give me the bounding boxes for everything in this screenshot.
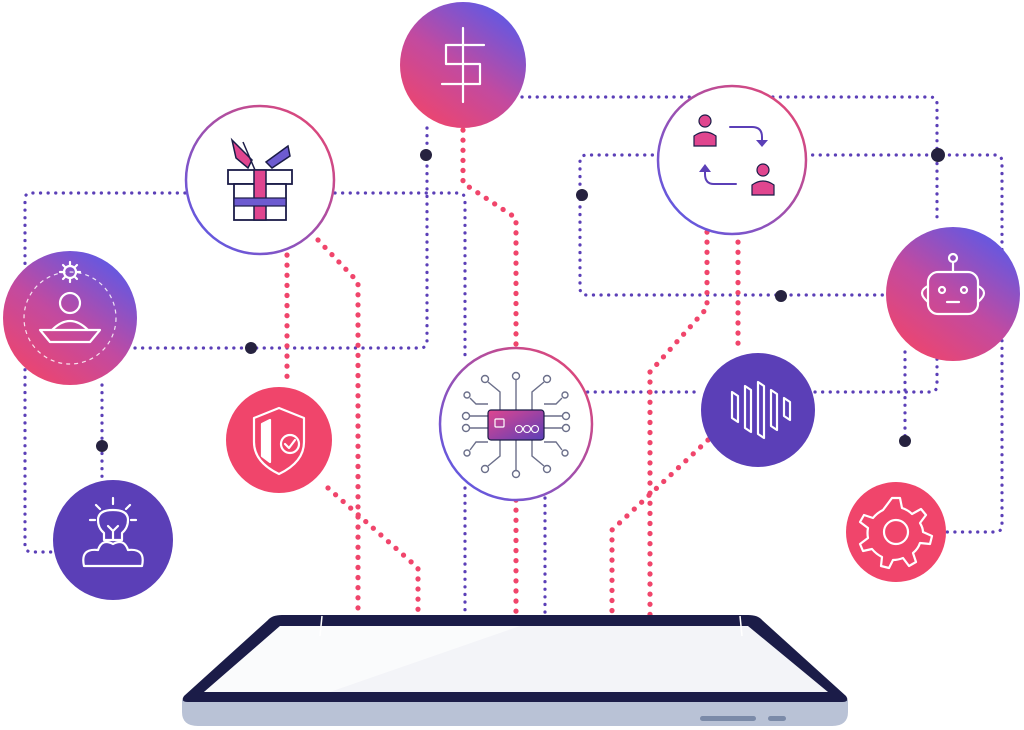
junction-dot [96,440,108,452]
gear-icon [858,496,934,570]
user-exchange-icon [693,114,775,196]
connector-lines-pink [284,127,741,663]
junction-dot [775,290,787,302]
waveform-node [701,353,815,467]
gift-icon [227,137,293,221]
junction-dot [576,189,588,201]
idea-cloud-icon [82,496,144,568]
shield-node [226,387,332,493]
waveform-icon [730,380,792,440]
robot-node [886,227,1020,361]
user-settings-icon [38,260,102,344]
robot-icon [920,252,986,316]
junction-dot [931,148,945,162]
user-exchange-node [656,84,808,236]
dollar-icon [440,26,486,104]
credit-card-circuit-node [438,346,594,502]
tablet-device [182,615,848,726]
gear-node [846,482,946,582]
dollar-node [400,2,526,128]
credit-card-circuit-icon [461,371,571,479]
junction-dot [245,342,257,354]
junction-dot [899,435,911,447]
idea-cloud-node [53,480,173,600]
tablet-home-bar [700,716,756,721]
shield-check-icon [252,406,306,476]
connector-lines-purple [23,95,1004,657]
junction-dots [96,148,945,452]
junction-dot [420,149,432,161]
tablet-button [768,716,786,721]
gift-node [184,104,336,256]
user-settings-node [3,251,137,385]
